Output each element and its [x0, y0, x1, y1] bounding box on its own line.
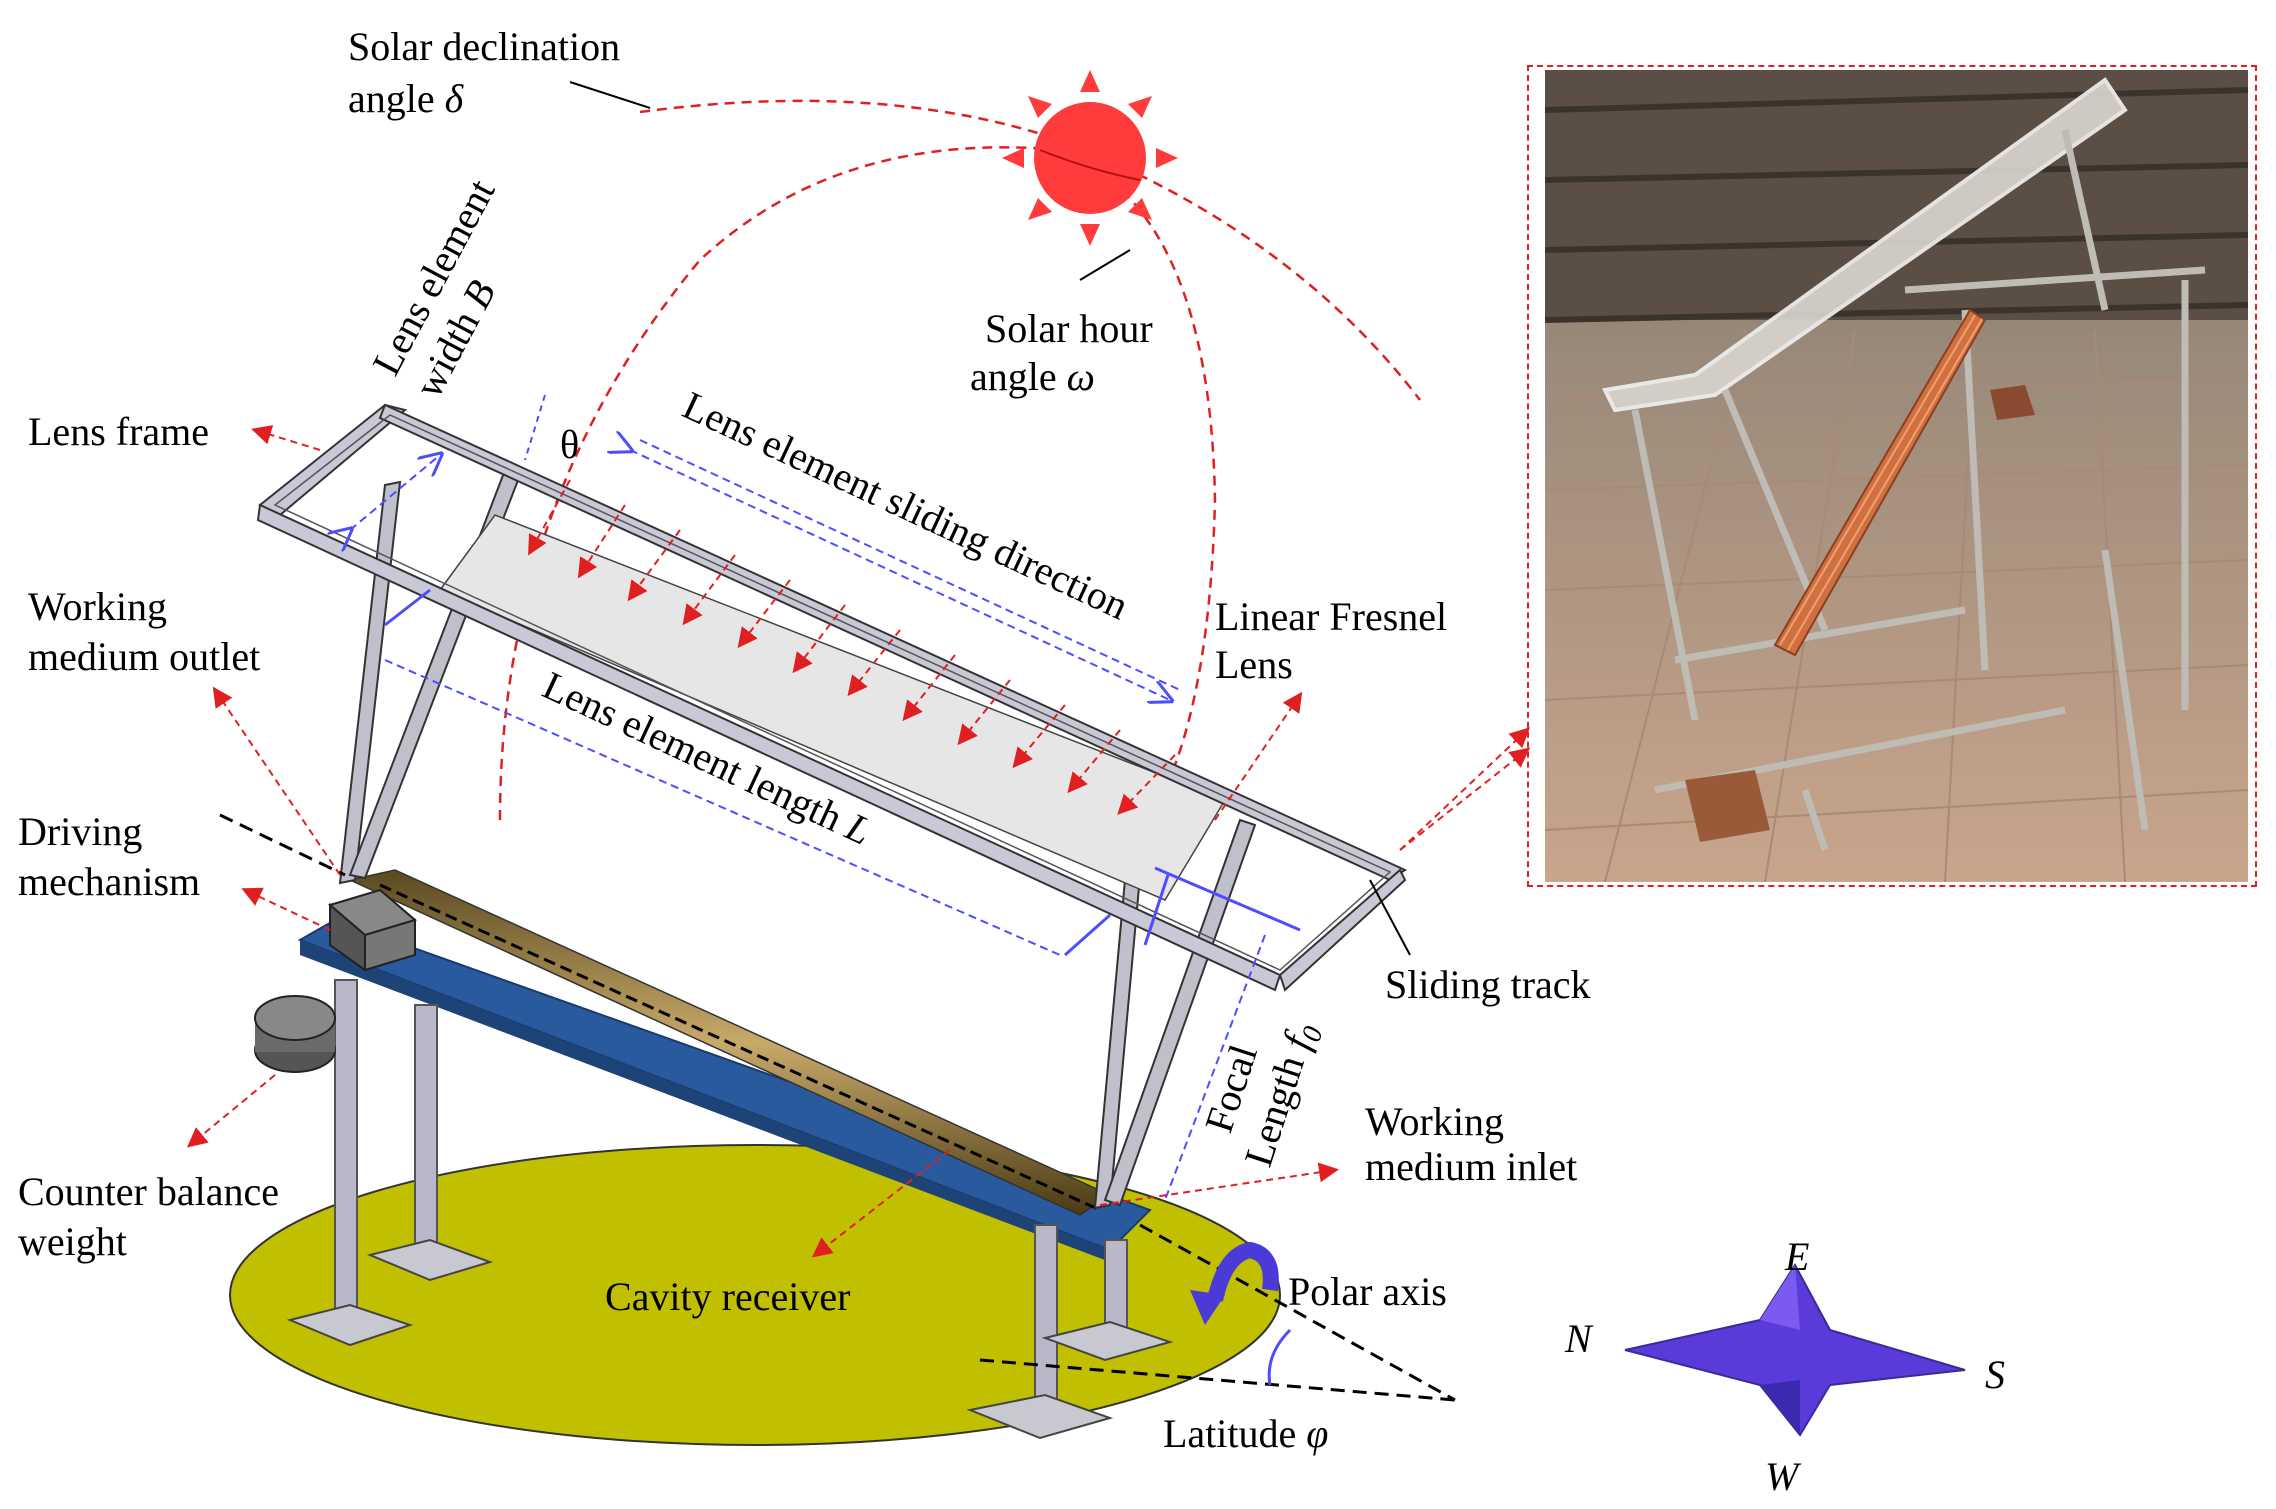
latitude-angle-arc: [1267, 1328, 1292, 1386]
compass-south: S: [1985, 1352, 2005, 1397]
driving-mechanism: [327, 888, 418, 972]
rotation-arrow-icon: [1207, 1241, 1279, 1302]
compass-west: W: [1765, 1454, 1802, 1499]
sun-icon: [1002, 70, 1178, 246]
polar-axis-lines: [219, 813, 1456, 1402]
lens-frame-label: Lens frame: [28, 409, 209, 454]
solar-hour-label: Solar hour angle ω: [970, 306, 1163, 399]
theta-label: θ: [560, 422, 579, 467]
cavity-receiver-label: Cavity receiver: [605, 1274, 850, 1319]
base-plate: [297, 918, 1152, 1252]
counter-balance-weight: [254, 995, 336, 1073]
latitude-label: Latitude φ: [1163, 1411, 1328, 1456]
sun-path: [498, 99, 1421, 821]
polar-axis-label: Polar axis: [1288, 1269, 1447, 1314]
dimension-lines: [350, 394, 1301, 1201]
leader-arrows: [186, 425, 1531, 1258]
working-medium-inlet-label: Working medium inlet: [1365, 1099, 1577, 1189]
compass-east: E: [1784, 1234, 1809, 1279]
linear-fresnel-lens-label: Linear Fresnel Lens: [1215, 594, 1457, 687]
counter-balance-label: Counter balance weight: [18, 1169, 289, 1264]
sliding-direction-label: Lens element sliding direction: [676, 382, 1135, 628]
focal-length-label: Focal Length f0: [1190, 1002, 1330, 1174]
solar-declination-label: Solar declination angle δ: [348, 24, 630, 121]
compass-rose-icon: [1624, 1263, 1966, 1437]
prototype-photo: [1545, 70, 2248, 882]
lens-width-label: Lens element width B: [363, 163, 550, 405]
working-medium-outlet-label: Working medium outlet: [28, 584, 260, 679]
photo-inset-frame: [1527, 65, 2257, 887]
sliding-track-label: Sliding track: [1385, 962, 1591, 1007]
compass-north: N: [1564, 1316, 1594, 1361]
foot-pads: [286, 1238, 1174, 1440]
driving-mechanism-label: Driving mechanism: [18, 809, 200, 904]
